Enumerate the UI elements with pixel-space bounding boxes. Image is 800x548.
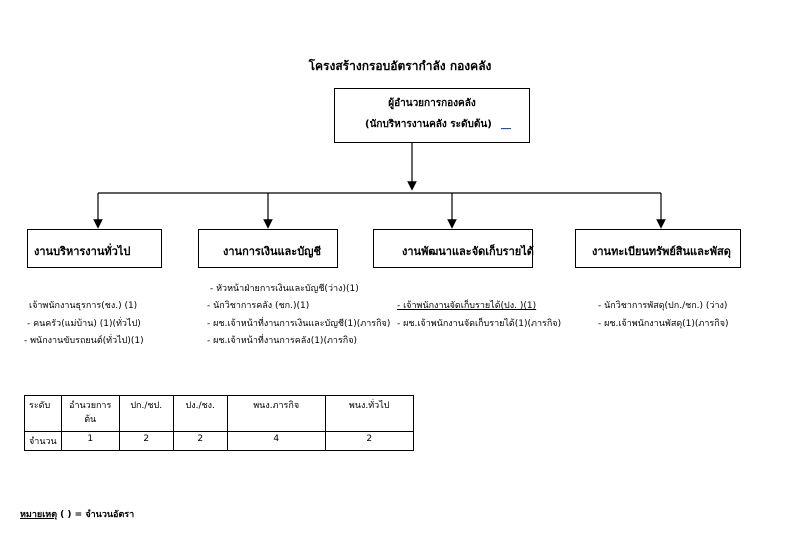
- dept-name: งานการเงินและบัญชี: [223, 245, 322, 258]
- list-item: - ผช.เจ้าพนักงานจัดเก็บรายได้(1)(ภารกิจ): [397, 319, 562, 329]
- dept-box-revenue: งานพัฒนาและจัดเก็บรายได้: [373, 229, 534, 268]
- dept-name: งานพัฒนาและจัดเก็บรายได้: [402, 245, 534, 258]
- list-item: - ผช.เจ้าพนักงานพัสดุ(1)(ภารกิจ): [598, 319, 729, 329]
- list-item: เจ้าพนักงานธุรการ(ชง.) (1): [29, 301, 138, 311]
- list-item: - นักวิชาการพัสดุ(ปก./ชก.) (ว่าง): [598, 301, 728, 311]
- footnote: หมายเหตุ ( ) = จำนวนอัตรา: [20, 507, 134, 521]
- list-item: - ผช.เจ้าหน้าที่งานการคลัง(1)(ภารกิจ): [207, 336, 358, 346]
- list-item: - คนครัว(แม่บ้าน) (1)(ทั่วไป): [27, 319, 141, 329]
- finance-head-note: - หัวหน้าฝ่ายการเงินและบัญชี(ว่าง)(1): [210, 284, 359, 294]
- director-title: ผู้อำนวยการกองคลัง: [388, 98, 476, 109]
- dept-box-general-admin: งานบริหารงานทั่วไป: [27, 229, 162, 268]
- table-header-cell: ระดับ: [24, 395, 62, 432]
- table-header-cell: อำนวยการต้น: [60, 395, 120, 432]
- table-header-row: ระดับ อำนวยการต้น ปก./ชป. ปง./ชง. พนง.ภา…: [24, 395, 414, 432]
- director-position: (นักบริหารงานคลัง ระดับต้น): [365, 119, 492, 130]
- footnote-text: ( ) = จำนวนอัตรา: [57, 510, 135, 520]
- list-item: - เจ้าพนักงานจัดเก็บรายได้(ปง. )(1): [397, 301, 537, 311]
- table-cell: 1: [60, 431, 120, 451]
- table-cell: 2: [118, 431, 174, 451]
- table-cell: จำนวน: [24, 431, 62, 451]
- table-header-cell: พนง.ทั่วไป: [324, 395, 414, 432]
- dept-name: งานบริหารงานทั่วไป: [34, 245, 131, 258]
- summary-table: ระดับ อำนวยการต้น ปก./ชป. ปง./ชง. พนง.ภา…: [24, 395, 414, 451]
- table-header-cell: ปง./ชง.: [172, 395, 228, 432]
- table-cell: 2: [324, 431, 414, 451]
- dept-box-assets: งานทะเบียนทรัพย์สินและพัสดุ: [575, 229, 741, 268]
- page-title: โครงสร้างกรอบอัตรากำลัง กองคลัง: [308, 59, 492, 73]
- list-item: - ผช.เจ้าหน้าที่งานการเงินและบัญชี(1)(ภา…: [207, 319, 391, 329]
- footnote-label: หมายเหตุ: [20, 510, 58, 520]
- director-mark: __: [501, 119, 511, 130]
- table-cell: 2: [172, 431, 228, 451]
- table-row: จำนวน 1 2 2 4 2: [24, 431, 414, 451]
- dept-box-finance: งานการเงินและบัญชี: [198, 229, 338, 268]
- table-cell: 4: [226, 431, 326, 451]
- list-item: - นักวิชาการคลัง (ชก.)(1): [207, 301, 310, 311]
- dept-name: งานทะเบียนทรัพย์สินและพัสดุ: [592, 245, 731, 258]
- table-header-cell: พนง.ภารกิจ: [226, 395, 326, 432]
- director-box: ผู้อำนวยการกองคลัง (นักบริหารงานคลัง ระด…: [334, 88, 530, 143]
- table-header-cell: ปก./ชป.: [118, 395, 174, 432]
- list-item: - พนักงานขับรถยนต์(ทั่วไป)(1): [24, 336, 144, 346]
